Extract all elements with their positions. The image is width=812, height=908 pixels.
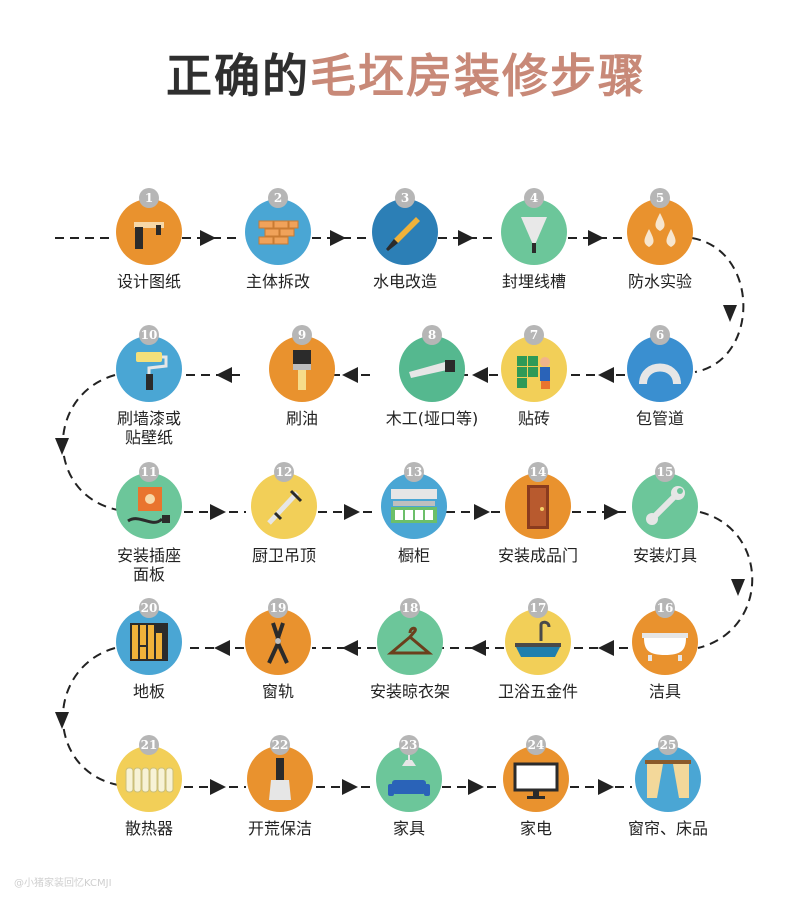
step-number: 17 bbox=[528, 598, 548, 618]
step-number: 8 bbox=[422, 325, 442, 345]
wrench-icon bbox=[632, 473, 698, 539]
step-number: 20 bbox=[139, 598, 159, 618]
step-label: 家电 bbox=[519, 819, 552, 838]
step-number: 19 bbox=[268, 598, 288, 618]
step-number: 23 bbox=[399, 735, 419, 755]
power-plug-icon bbox=[116, 473, 182, 539]
step-label: 设计图纸 bbox=[116, 272, 181, 291]
step-number: 16 bbox=[655, 598, 675, 618]
step-label: 窗帘、床品 bbox=[627, 819, 708, 838]
step-label: 卫浴五金件 bbox=[497, 682, 578, 701]
radiator-icon bbox=[116, 746, 182, 812]
step-number: 18 bbox=[400, 598, 420, 618]
title-dark-part: 正确的 bbox=[166, 49, 310, 103]
title-accent-part: 毛坯房装修步骤 bbox=[310, 49, 646, 103]
step-label: 橱柜 bbox=[397, 546, 430, 565]
step-number: 1 bbox=[139, 188, 159, 208]
pipe-bend-icon bbox=[627, 336, 693, 402]
step-label: 窗轨 bbox=[261, 682, 294, 701]
caliper-icon bbox=[251, 473, 317, 539]
step-number: 24 bbox=[526, 735, 546, 755]
step-number: 15 bbox=[655, 462, 675, 482]
step-label: 刷墙漆或贴壁纸 bbox=[116, 409, 181, 447]
step-label: 包管道 bbox=[635, 409, 684, 428]
step-number: 12 bbox=[274, 462, 294, 482]
sink-icon bbox=[505, 609, 571, 675]
paint-roller-icon bbox=[116, 336, 182, 402]
step-number: 25 bbox=[658, 735, 678, 755]
step-label: 安装插座面板 bbox=[116, 546, 181, 584]
step-label: 散热器 bbox=[124, 819, 173, 838]
trowel-icon bbox=[501, 199, 567, 265]
step-label: 刷油 bbox=[285, 409, 318, 428]
putty-knife-icon bbox=[247, 746, 313, 812]
page-title: 正确的毛坯房装修步骤 bbox=[0, 40, 812, 106]
step-label: 木工(垭口等) bbox=[385, 409, 479, 428]
kitchen-cabinet-icon bbox=[381, 473, 447, 539]
step-number: 7 bbox=[524, 325, 544, 345]
step-number: 13 bbox=[404, 462, 424, 482]
drafting-ruler-icon bbox=[116, 199, 182, 265]
step-label: 安装成品门 bbox=[497, 546, 578, 565]
tiler-worker-icon bbox=[501, 336, 567, 402]
screwdriver-icon bbox=[372, 199, 438, 265]
step-number: 3 bbox=[395, 188, 415, 208]
water-drops-icon bbox=[627, 199, 693, 265]
paint-brush-icon bbox=[269, 336, 335, 402]
step-number: 22 bbox=[270, 735, 290, 755]
door-icon bbox=[505, 473, 571, 539]
step-number: 11 bbox=[139, 462, 159, 482]
watermark: @小猪家装回忆KCMJI bbox=[14, 878, 112, 889]
step-label: 防水实验 bbox=[627, 272, 692, 291]
step-label: 水电改造 bbox=[372, 272, 437, 291]
sofa-lamp-icon bbox=[376, 746, 442, 812]
step-label: 地板 bbox=[132, 682, 165, 701]
step-label: 安装晾衣架 bbox=[369, 682, 450, 701]
step-label: 安装灯具 bbox=[632, 546, 697, 565]
step-number: 10 bbox=[139, 325, 159, 345]
floor-tiles-icon bbox=[116, 609, 182, 675]
step-label: 主体拆改 bbox=[245, 272, 310, 291]
step-number: 14 bbox=[528, 462, 548, 482]
step-label: 封埋线槽 bbox=[501, 272, 566, 291]
step-number: 21 bbox=[139, 735, 159, 755]
step-number: 9 bbox=[292, 325, 312, 345]
bathtub-icon bbox=[632, 609, 698, 675]
step-number: 4 bbox=[524, 188, 544, 208]
brick-wall-icon bbox=[245, 199, 311, 265]
clothes-hanger-icon bbox=[377, 609, 443, 675]
step-label: 家具 bbox=[392, 819, 425, 838]
step-label: 贴砖 bbox=[517, 409, 550, 428]
television-icon bbox=[503, 746, 569, 812]
step-label: 洁具 bbox=[648, 682, 681, 701]
pliers-icon bbox=[245, 609, 311, 675]
curtains-icon bbox=[635, 746, 701, 812]
step-number: 6 bbox=[650, 325, 670, 345]
step-label: 开荒保洁 bbox=[247, 819, 312, 838]
saw-icon bbox=[399, 336, 465, 402]
step-number: 2 bbox=[268, 188, 288, 208]
step-number: 5 bbox=[650, 188, 670, 208]
step-label: 厨卫吊顶 bbox=[251, 546, 316, 565]
